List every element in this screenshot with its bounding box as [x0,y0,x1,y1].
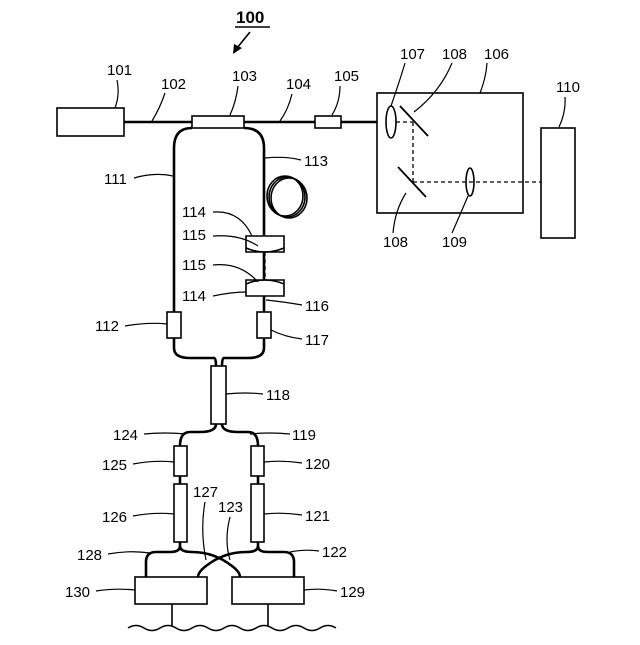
lead-128 [108,552,150,554]
lead-114-upper [213,212,252,236]
label-126: 126 [102,509,127,526]
lead-126 [133,513,174,516]
label-102: 102 [161,76,186,93]
label-106: 106 [484,46,509,63]
component-105 [315,116,341,128]
label-114-upper: 114 [182,204,206,221]
label-123: 123 [218,499,243,516]
lead-101 [115,80,118,108]
label-121: 121 [305,508,330,525]
lead-118 [226,393,263,394]
lead-119 [250,433,290,434]
label-120: 120 [305,456,330,473]
fiber-split-right [222,424,258,446]
lead-124 [144,433,186,434]
lead-125 [133,461,174,464]
label-124: 124 [113,427,138,444]
component-129 [232,577,304,604]
lead-130 [96,589,135,591]
component-110 [541,128,575,238]
label-110: 110 [556,79,580,96]
fiber-cross-left [180,546,240,577]
title-arrowhead [233,44,242,54]
lead-122 [290,550,319,552]
fiber-coil-3 [271,178,307,218]
label-104: 104 [286,76,311,93]
label-128: 128 [77,547,102,564]
component-106 [377,93,523,213]
title-arrow [237,32,250,48]
component-120 [251,446,264,476]
lead-129 [304,589,337,591]
label-129: 129 [340,584,365,601]
fiber-join-right [222,338,264,366]
lead-110 [559,97,565,127]
lead-102 [152,93,165,121]
label-103: 103 [232,68,257,85]
label-115-lower: 115 [182,257,206,274]
label-107: 107 [400,46,425,63]
lead-103 [230,86,238,115]
label-122: 122 [322,544,347,561]
label-117: 117 [305,332,329,349]
component-103 [192,116,244,128]
component-101 [57,108,124,136]
fiber-122 [258,542,294,577]
lead-127 [203,502,206,560]
lead-106 [480,63,487,93]
label-116: 116 [305,298,329,315]
wavy-line [128,626,336,631]
label-108-top: 108 [442,46,467,63]
label-109: 109 [442,234,467,251]
lead-114-lower [213,292,246,296]
fiber-join-left [174,338,216,366]
label-127: 127 [193,484,218,501]
label-101: 101 [107,62,132,79]
component-117 [257,312,271,338]
component-112 [167,312,181,338]
label-112: 112 [95,318,119,335]
label-115-upper: 115 [182,227,206,244]
fiber-split-left [180,424,216,446]
label-105: 105 [334,68,359,85]
label-100: 100 [236,8,264,27]
fiber-128 [146,542,180,577]
component-121 [251,484,264,542]
label-108-bottom: 108 [383,234,408,251]
label-113: 113 [304,153,328,170]
label-111: 111 [104,171,127,188]
lead-112 [125,323,167,326]
component-118 [211,366,226,424]
lead-104 [280,94,292,121]
lead-105 [332,86,340,115]
lead-116 [266,300,302,305]
lead-120 [264,461,302,463]
lead-113 [265,157,301,160]
label-119: 119 [292,427,316,444]
lead-111 [134,174,173,178]
component-125 [174,446,187,476]
lead-117 [271,330,302,339]
lead-121 [264,513,302,515]
component-126 [174,484,187,542]
label-114-lower: 114 [182,288,206,305]
label-118: 118 [266,387,290,404]
component-130 [135,577,207,604]
label-125: 125 [102,457,127,474]
label-130: 130 [65,584,90,601]
